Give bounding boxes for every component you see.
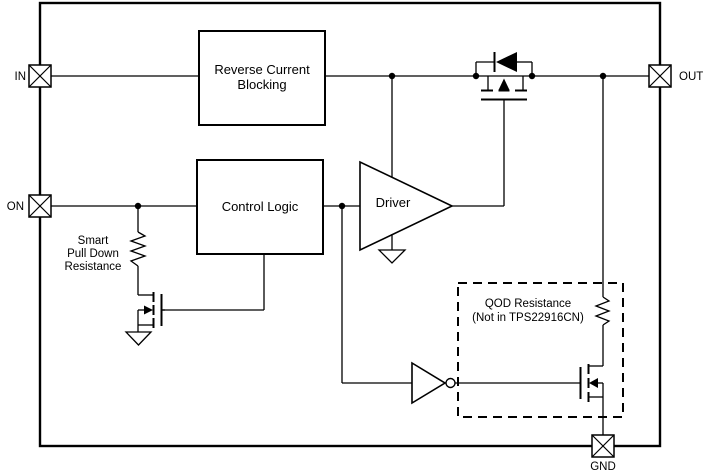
control-logic-box [196, 159, 324, 255]
driver-amplifier: Driver [359, 160, 454, 264]
gnd-pin-label: GND [590, 461, 616, 473]
gnd-pin-x [591, 434, 615, 458]
wires [51, 75, 649, 435]
junction-dot [338, 202, 346, 210]
junction-dot [528, 72, 536, 80]
power-mosfet-body-arrow [498, 78, 510, 90]
gnd-pin: GND [590, 434, 616, 473]
qod-label-line2: (Not in TPS22916CN) [472, 312, 584, 324]
smart-pulldown-label-line2: Pull Down [67, 248, 119, 260]
junction-dots [134, 72, 607, 210]
inverter-triangle [411, 361, 447, 405]
smart-pulldown: Smart Pull Down Resistance [65, 231, 165, 346]
out-pin-label: OUT [679, 71, 703, 83]
out-pin-x [648, 64, 672, 88]
body-diode-triangle [496, 52, 517, 72]
control-logic-label: Control Logic [222, 199, 299, 214]
control-logic-block: Control Logic [196, 159, 324, 255]
qod-label-line1: QOD Resistance [485, 298, 571, 310]
junction-dot [472, 72, 480, 80]
qod-resistor [594, 296, 611, 326]
driver-triangle [359, 160, 454, 252]
smart-pulldown-label-line1: Smart [78, 235, 109, 247]
driver-ground-symbol [377, 249, 407, 264]
qod-dashed-box [457, 282, 624, 418]
reverse-current-blocking-label-line1: Reverse Current [214, 62, 310, 77]
driver-label: Driver [376, 195, 411, 210]
junction-dot [134, 202, 142, 210]
pulldown-resistor [129, 231, 147, 267]
pulldown-mosfet [137, 292, 165, 332]
qod-section: QOD Resistance (Not in TPS22916CN) [457, 282, 624, 418]
device-boundary [38, 1, 662, 448]
out-pin: OUT [648, 64, 703, 88]
inverter-bubble [445, 377, 456, 389]
qod-mosfet-body-arrow [589, 378, 598, 388]
junction-dot [388, 72, 396, 80]
reverse-current-blocking-label-line2: Blocking [237, 77, 286, 92]
on-pin-x [28, 194, 52, 218]
junction-dot [599, 72, 607, 80]
in-pin-label: IN [15, 71, 27, 83]
qod-mosfet [579, 364, 603, 402]
pulldown-mosfet-body-arrow [144, 305, 153, 315]
smart-pulldown-label-line3: Resistance [65, 261, 122, 273]
reverse-current-blocking-block: Reverse Current Blocking [198, 30, 326, 126]
in-pin: IN [15, 64, 52, 88]
on-pin: ON [7, 194, 52, 218]
reverse-current-blocking-box [198, 30, 326, 126]
ground-symbol [124, 331, 153, 346]
inverter-gate [411, 361, 456, 405]
on-pin-label: ON [7, 201, 24, 213]
in-pin-x [28, 64, 52, 88]
